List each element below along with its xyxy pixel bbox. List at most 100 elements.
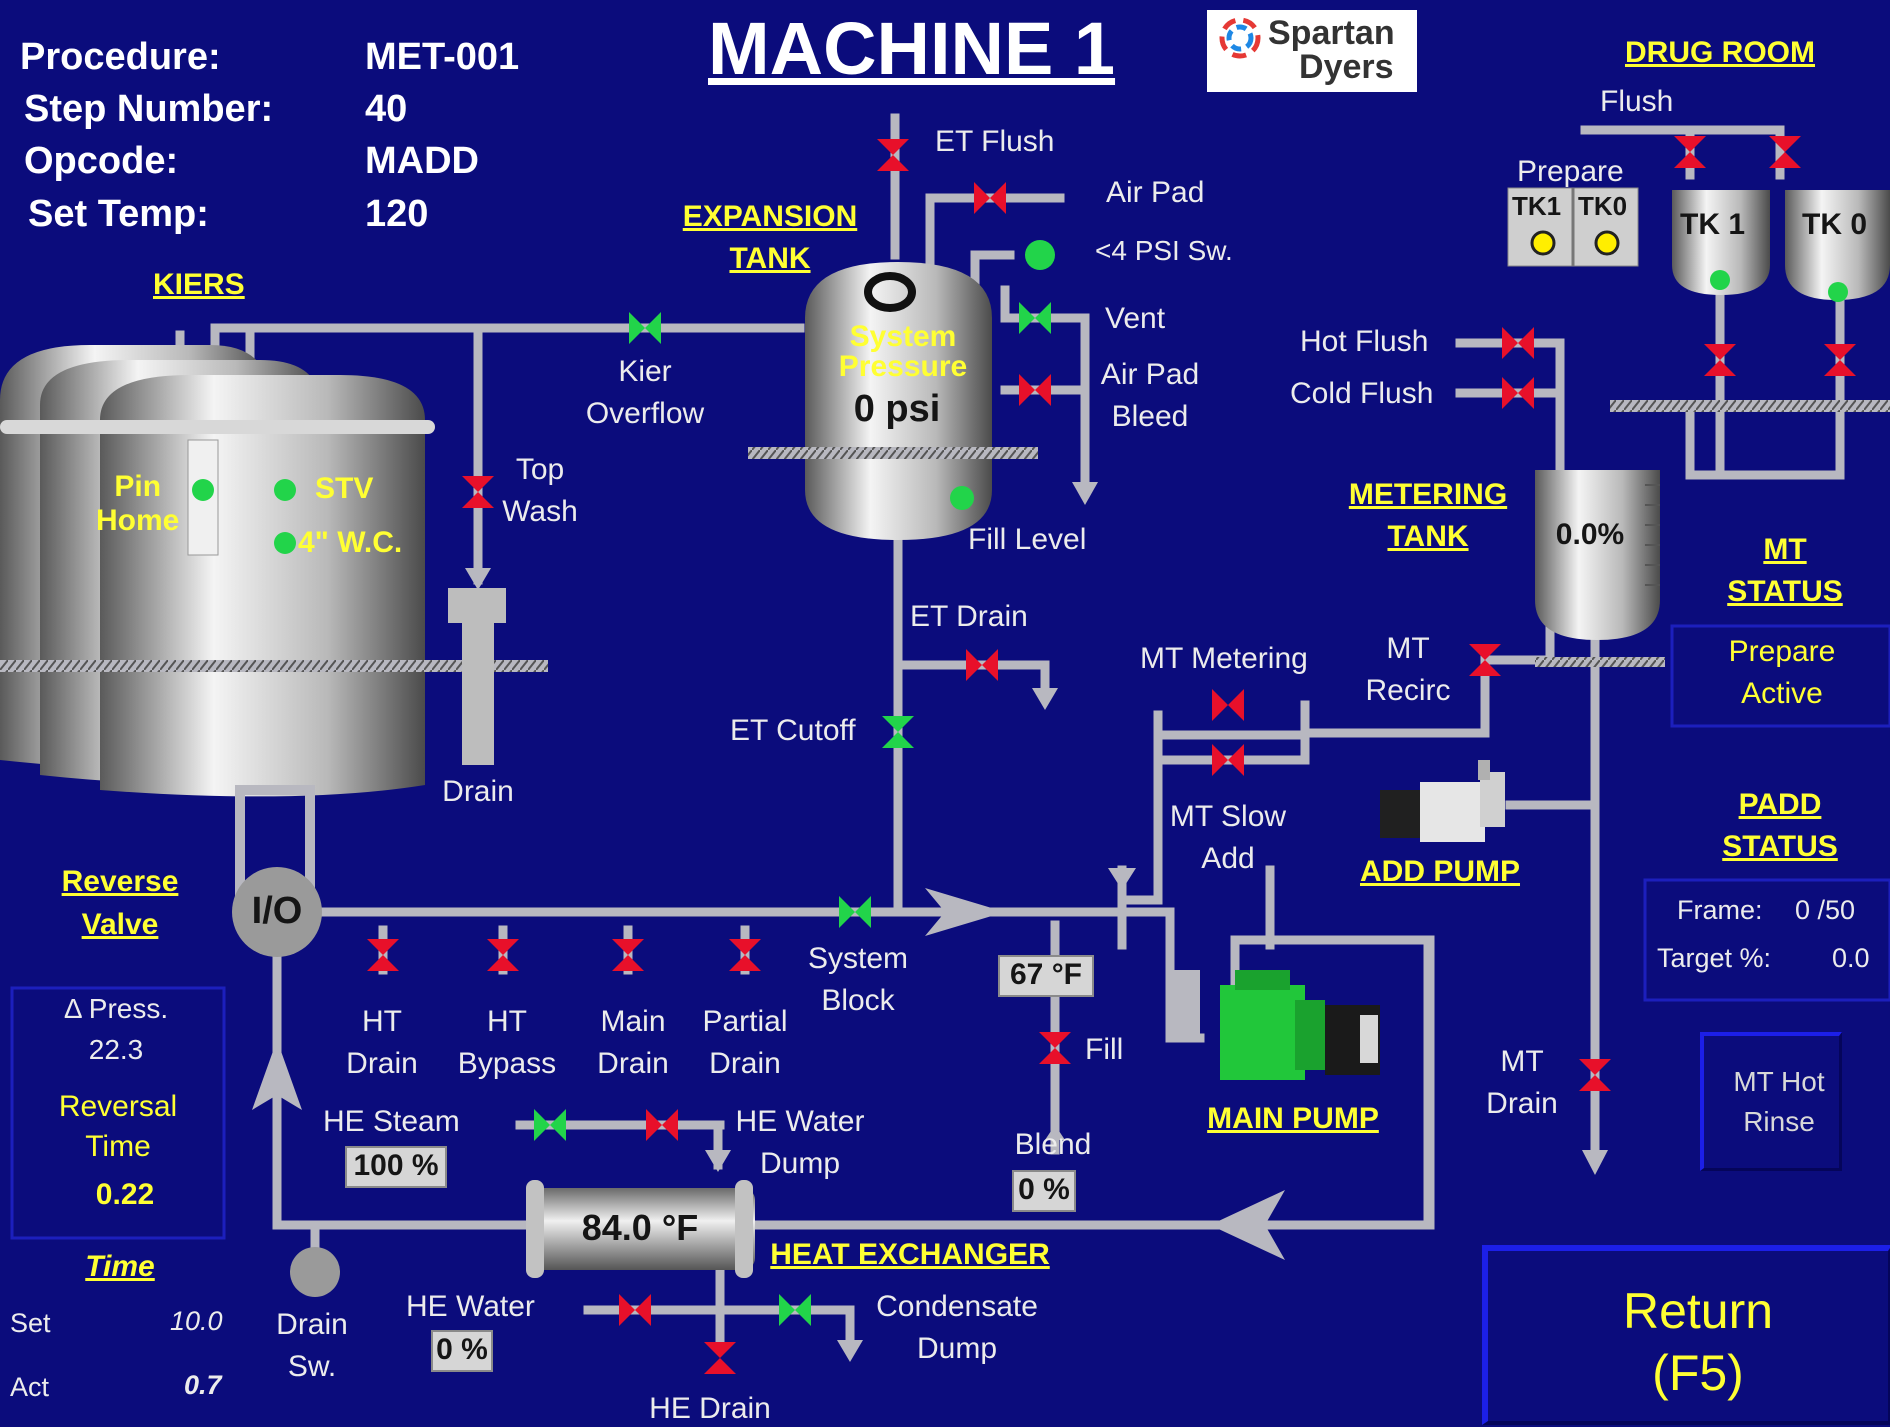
mt-slow-add-valve[interactable] [1212,744,1244,776]
top-wash-label-2: Wash [502,495,578,528]
time-set-label: Set [10,1308,51,1338]
he-water-value: 0 % [431,1330,493,1372]
reversal-time-value: 0.22 [95,1178,155,1211]
stv-label: STV [315,472,374,505]
wc-lamp [274,532,296,554]
reversal-time-label-1: Reversal [58,1090,178,1123]
cold-flush-valve[interactable] [1502,377,1534,409]
hot-flush-label: Hot Flush [1300,325,1429,358]
top-wash-label-1: Top [515,453,565,486]
kier-overflow-valve[interactable] [629,312,661,344]
system-block-label-2: Block [821,984,895,1017]
main-pump-heading: MAIN PUMP [1207,1102,1379,1135]
he-water-dump-label-1: HE Water [735,1105,865,1138]
expansion-tank-heading-1: EXPANSION [682,200,858,233]
top-wash-valve[interactable] [462,476,494,508]
io-valve-body [232,867,322,957]
partial-drain-valve[interactable] [729,939,761,971]
drain-switch-body [290,1247,340,1297]
drain-fitting [448,588,506,623]
add-pump-graphic [1380,760,1505,842]
reverse-valve-heading-1: Reverse [61,865,179,898]
air-pad-bleed-valve[interactable] [1019,374,1051,406]
padd-frame-label: Frame: [1677,895,1763,925]
logo-mark [1207,10,1417,92]
company-logo: Spartan Dyers [1268,16,1395,84]
mt-drain-label-1: MT [1500,1045,1544,1078]
ht-bypass-valve[interactable] [487,939,519,971]
mt-status-line-2: Active [1741,677,1823,710]
mt-slow-add-label-2: Add [1201,842,1255,875]
ht-drain-label-2: Drain [346,1047,418,1080]
he-steam-value: 100 % [345,1146,447,1188]
reversal-time-label-2: Time [85,1130,151,1163]
tk1-supply-valve[interactable] [1674,136,1706,168]
return-f5-button[interactable]: Return (F5) [1482,1245,1890,1425]
hot-flush-valve[interactable] [1502,327,1534,359]
system-pressure-label-1: System [849,320,957,353]
he-drain-valve[interactable] [704,1342,736,1374]
tk0-outlet-valve[interactable] [1824,344,1856,376]
metering-tank-heading-2: TANK [1387,520,1469,553]
logo-line-2: Dyers [1299,48,1394,86]
flush-label: Flush [1600,85,1674,118]
mt-metering-valve[interactable] [1212,689,1244,721]
procedure-label: Procedure: [20,36,221,78]
expansion-tank-vessel [748,262,1038,540]
kier-overflow-label-1: Kier [618,355,672,388]
condensate-dump-valve[interactable] [779,1294,811,1326]
he-water-dump-valve[interactable] [646,1109,678,1141]
mt-recirc-valve[interactable] [1469,644,1501,676]
set-temp-label: Set Temp: [28,193,209,235]
vent-label: Vent [1105,302,1166,335]
metering-tank-heading-1: METERING [1348,478,1508,511]
tk1-prepare-lamp [1530,230,1556,256]
add-pump-heading: ADD PUMP [1359,855,1521,888]
mt-status-heading-1: MT [1763,533,1807,566]
tk1-label: TK 1 [1680,208,1746,241]
condensate-dump-label-1: Condensate [876,1290,1038,1323]
mt-status-heading-2: STATUS [1727,575,1843,608]
mt-slow-add-label-1: MT Slow [1169,800,1287,833]
expansion-tank-heading-2: TANK [729,242,811,275]
step-number-value: 40 [365,88,408,130]
fill-valve[interactable] [1039,1032,1071,1064]
he-temperature-value: 84.0 °F [581,1207,699,1248]
delta-press-label: Δ Press. [63,993,169,1024]
et-flush-label: ET Flush [935,125,1055,158]
et-drain-label: ET Drain [910,600,1028,633]
he-water-valve[interactable] [619,1294,651,1326]
main-drain-label-2: Drain [597,1047,669,1080]
et-drain-valve[interactable] [966,649,998,681]
partial-drain-label-2: Drain [709,1047,781,1080]
set-temp-value: 120 [365,193,429,235]
et-flush-valve[interactable] [877,139,909,171]
logo-line-1: Spartan [1268,14,1395,52]
tk0-small-label: TK0 [1578,191,1628,221]
air-pad-bleed-label-1: Air Pad [1100,358,1200,391]
vent-valve[interactable] [1019,302,1051,334]
system-block-valve[interactable] [839,896,871,928]
main-pump-graphic [1170,970,1380,1080]
reverse-valve-heading-2: Valve [81,908,159,941]
main-drain-valve[interactable] [612,939,644,971]
wc-label: 4" W.C. [298,526,403,559]
mt-recirc-label-2: Recirc [1365,674,1451,707]
ht-drain-valve[interactable] [367,939,399,971]
kiers-heading: KIERS [153,268,245,301]
tk0-supply-valve[interactable] [1769,136,1801,168]
tk1-outlet-valve[interactable] [1704,344,1736,376]
return-key-label: (F5) [1652,1345,1744,1401]
psi-switch-label: <4 PSI Sw. [1095,235,1233,266]
drain-switch-label-2: Sw. [287,1350,337,1383]
tk0-lamp [1828,282,1848,302]
psi-switch-lamp [1025,240,1055,270]
mt-hot-rinse-button[interactable]: MT Hot Rinse [1700,1032,1842,1171]
mt-drain-valve[interactable] [1579,1059,1611,1091]
air-pad-valve[interactable] [974,182,1006,214]
tk0-label: TK 0 [1802,208,1868,241]
metering-tank-level-value: 0.0% [1555,518,1625,551]
metering-tank-vessel [1535,470,1665,667]
et-cutoff-valve[interactable] [882,716,914,748]
he-steam-valve[interactable] [534,1109,566,1141]
